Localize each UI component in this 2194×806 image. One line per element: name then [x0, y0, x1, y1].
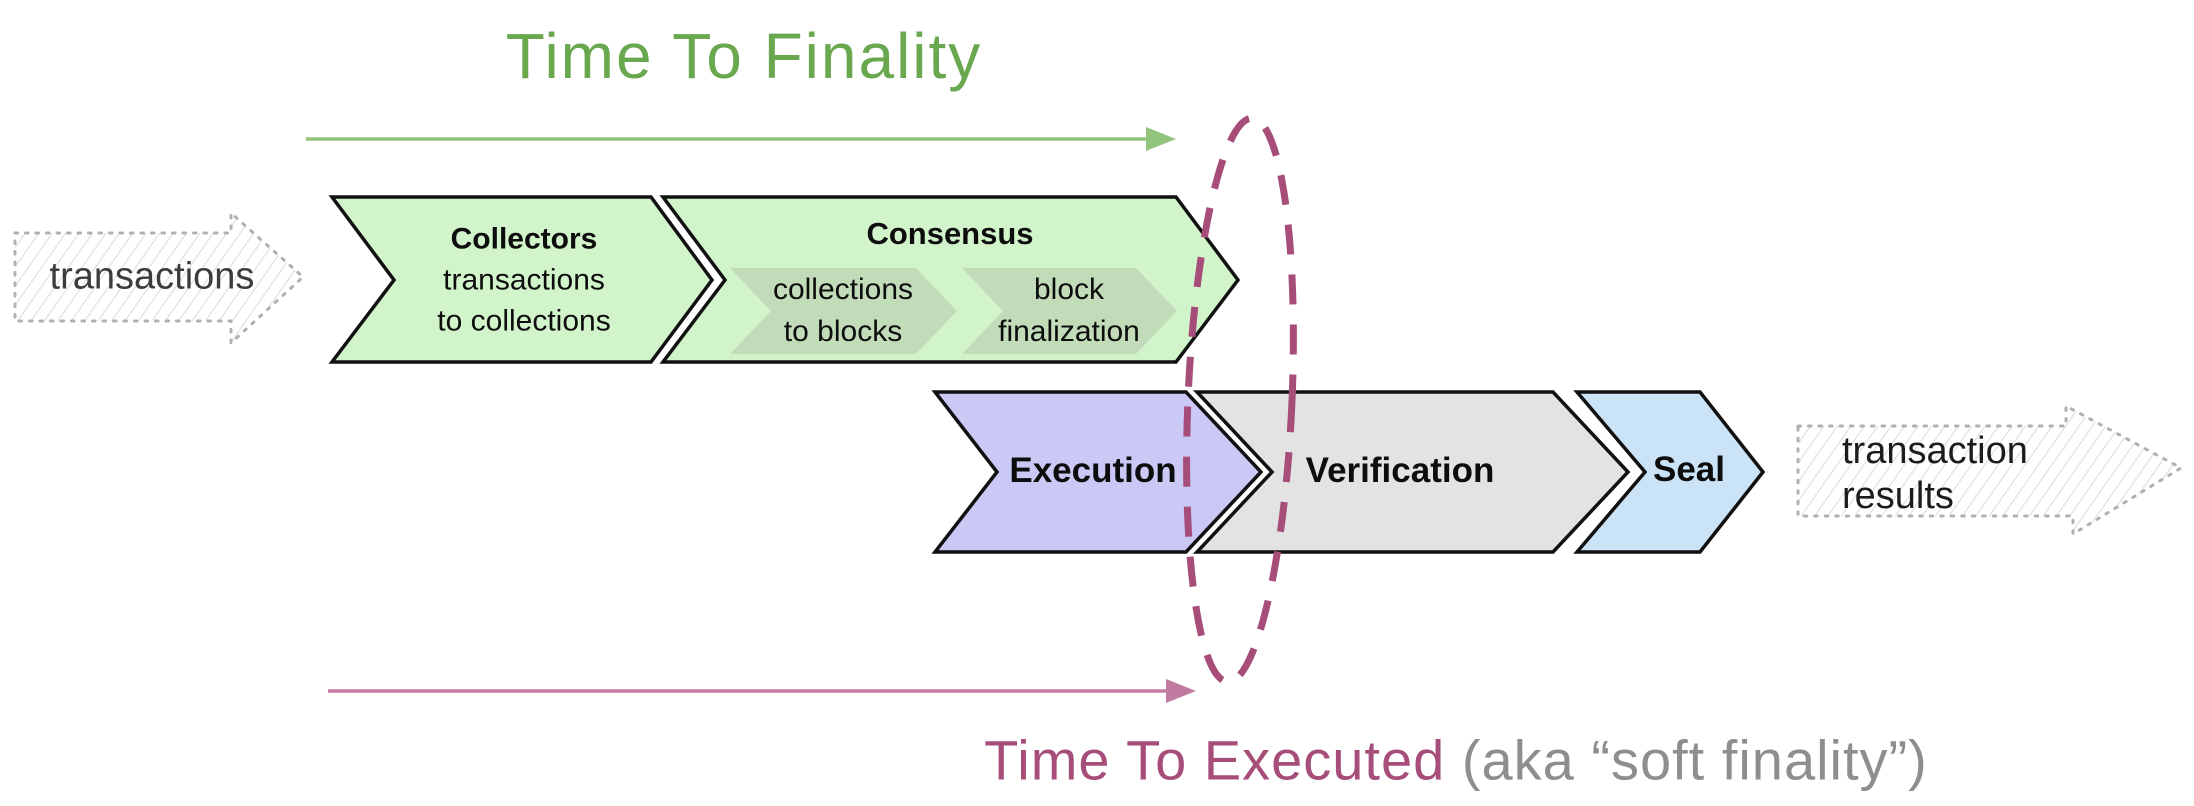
- collections-to-blocks-subchevron: [730, 268, 957, 354]
- soft-finality-focus-ellipse: [1183, 114, 1297, 686]
- verification-chevron: [1192, 390, 1631, 554]
- collectors-stage-label: Collectors transactions to collections: [437, 219, 610, 342]
- collectors-subtitle-line2: to collections: [437, 304, 611, 338]
- seal-title: Seal: [1653, 450, 1725, 489]
- soft-finality-note: (aka “soft finality”): [1445, 728, 1928, 792]
- substage2-line2: finalization: [998, 315, 1140, 348]
- executed-timeline-arrowhead-icon: [1166, 679, 1196, 703]
- substage1-line1: collections: [772, 273, 914, 306]
- substage2-line1: block: [1033, 273, 1105, 306]
- collectors-chevron: [328, 195, 715, 364]
- transaction-results-output-label: transaction results: [1842, 429, 2028, 519]
- time-to-finality-title: Time To Finality: [505, 20, 983, 92]
- execution-title: Execution: [1009, 451, 1177, 490]
- output-label-line2: results: [1842, 475, 1954, 517]
- time-to-executed-title: Time To Executed (aka “soft finality”): [984, 728, 1928, 793]
- consensus-title: Consensus: [866, 216, 1034, 251]
- collectors-subtitle-line1: transactions: [443, 263, 605, 297]
- finality-timeline-arrowhead-icon: [1146, 127, 1176, 151]
- transaction-results-output-arrow: [1796, 403, 2185, 537]
- seal-chevron: [1573, 390, 1766, 554]
- transactions-input-label: transactions: [49, 255, 255, 298]
- verification-title: Verification: [1305, 451, 1495, 490]
- block-finalization-subchevron: [962, 268, 1177, 354]
- collectors-title: Collectors: [450, 222, 598, 256]
- substage1-line2: to blocks: [783, 315, 903, 348]
- execution-chevron: [931, 390, 1264, 554]
- time-to-executed-label: Time To Executed: [984, 728, 1446, 792]
- block-finalization-label: block finalization: [998, 269, 1140, 353]
- transactions-input-arrow: [13, 209, 306, 347]
- collections-to-blocks-label: collections to blocks: [773, 269, 913, 353]
- output-label-line1: transaction: [1842, 430, 2028, 472]
